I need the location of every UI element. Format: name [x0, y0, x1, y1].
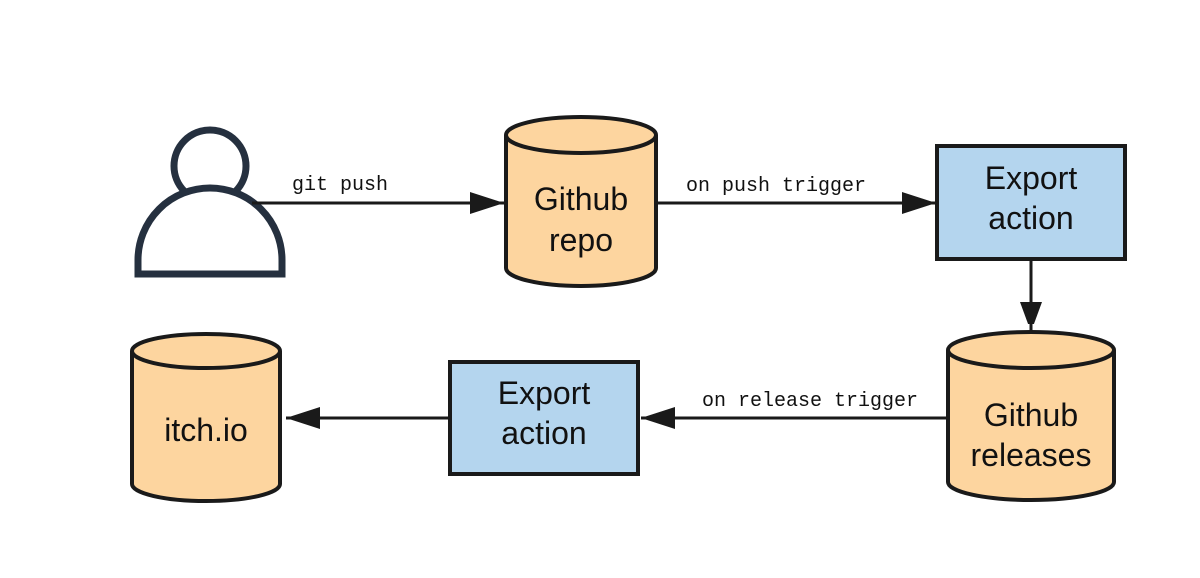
on-push-trigger-label: on push trigger: [686, 175, 866, 198]
user-body: [134, 184, 286, 278]
edge-git-push: git push: [252, 174, 504, 214]
github-releases-storage: Github releases: [946, 330, 1116, 502]
itch-io-label: itch.io: [164, 412, 248, 448]
on-release-trigger-label: on release trigger: [702, 390, 918, 413]
edge-on-push-trigger: on push trigger: [658, 175, 936, 214]
edge-on-release-trigger: on release trigger: [641, 390, 946, 429]
github-releases-label-line2: releases: [971, 437, 1092, 473]
git-push-label: git push: [292, 174, 388, 197]
itch-io-storage: itch.io: [130, 332, 282, 503]
export-action-top-label-line2: action: [988, 200, 1073, 236]
github-repo-label-line1: Github: [534, 181, 628, 217]
github-repo-label-line2: repo: [549, 222, 613, 258]
export-action-top-label-line1: Export: [985, 160, 1078, 196]
export-action-bottom-label-line2: action: [501, 415, 586, 451]
github-repo-storage: Github repo: [504, 115, 658, 288]
export-action-top: Export action: [935, 144, 1127, 261]
github-releases-label-line1: Github: [984, 397, 1078, 433]
export-action-bottom-label-line1: Export: [498, 375, 591, 411]
user-icon: [134, 126, 286, 278]
export-action-bottom: Export action: [448, 360, 640, 476]
